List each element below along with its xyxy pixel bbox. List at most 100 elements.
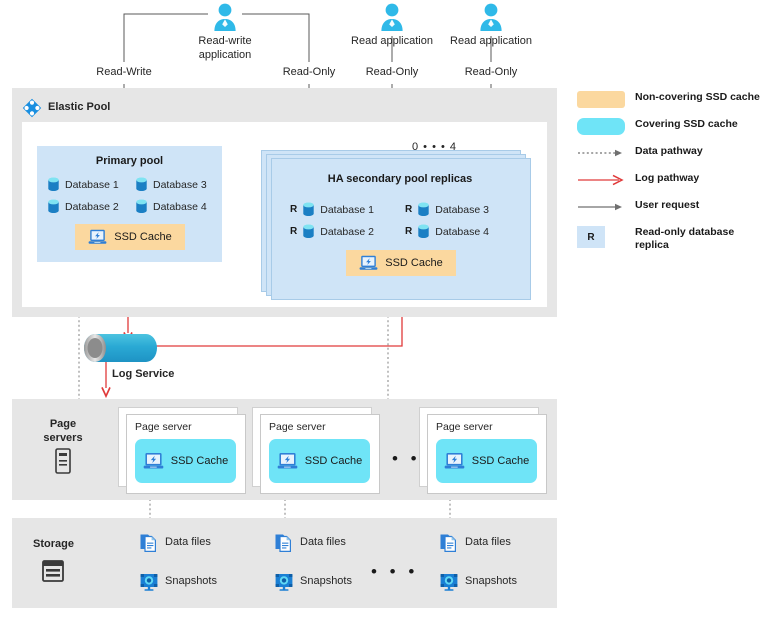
legend-replica-badge: R bbox=[577, 226, 605, 248]
ssd-cache-icon bbox=[88, 229, 107, 245]
page-server-1-ssd-cache[interactable]: SSD Cache bbox=[135, 439, 236, 483]
read-application-1-icon bbox=[379, 2, 405, 37]
database-icon bbox=[417, 202, 430, 217]
database-icon bbox=[135, 177, 148, 192]
database-icon bbox=[47, 177, 60, 192]
page-servers-title: Page servers bbox=[28, 418, 98, 446]
page-server-3-ssd-cache-label: SSD Cache bbox=[471, 455, 530, 467]
data-files-icon bbox=[274, 533, 294, 553]
elastic-pool-title: Elastic Pool bbox=[48, 101, 111, 113]
secondary-pool-title: HA secondary pool replicas bbox=[327, 173, 473, 185]
primary-db-4: Database 4 bbox=[135, 199, 207, 214]
page-servers-title-line2: servers bbox=[43, 431, 83, 444]
page-server-2-ssd-cache[interactable]: SSD Cache bbox=[269, 439, 370, 483]
secondary-db-4: R Database 4 bbox=[405, 224, 489, 239]
storage-data-files-2-label: Data files bbox=[300, 536, 346, 549]
legend-item-user-request: User request bbox=[577, 199, 762, 215]
legend-item-read-only-database-replica: R Read-only database replica bbox=[577, 226, 762, 252]
storage-data-files-1: Data files bbox=[139, 533, 211, 553]
replica-badge: R bbox=[405, 226, 413, 237]
storage-icon bbox=[42, 560, 64, 587]
primary-pool-ssd-cache[interactable]: SSD Cache bbox=[75, 224, 185, 250]
page-server-2-title: Page server bbox=[269, 421, 326, 433]
page-server-1[interactable]: Page server SSD Cache bbox=[126, 414, 246, 494]
snapshots-icon bbox=[139, 572, 159, 592]
snapshots-icon bbox=[274, 572, 294, 592]
secondary-db-1: R Database 1 bbox=[290, 202, 374, 217]
storage-data-files-1-label: Data files bbox=[165, 536, 211, 549]
legend-item-data-pathway: Data pathway bbox=[577, 145, 762, 161]
storage-snapshots-1: Snapshots bbox=[139, 572, 217, 592]
legend-key-swatch-amber bbox=[577, 90, 625, 108]
replica-badge: R bbox=[290, 204, 298, 215]
legend-key-swatch-cyan bbox=[577, 117, 625, 135]
storage-snapshots-2: Snapshots bbox=[274, 572, 352, 592]
ssd-cache-icon bbox=[359, 255, 378, 271]
app-label-line1: Read-write bbox=[198, 35, 252, 47]
secondary-db-1-label: Database 1 bbox=[320, 203, 374, 216]
legend-label-read-only-database-replica: Read-only database replica bbox=[635, 226, 734, 252]
page-servers-title-line1: Page bbox=[49, 418, 77, 430]
primary-db-2-label: Database 2 bbox=[65, 200, 119, 213]
secondary-db-3-label: Database 3 bbox=[435, 203, 489, 216]
storage-snapshots-3-label: Snapshots bbox=[465, 575, 517, 588]
page-server-3-ssd-cache[interactable]: SSD Cache bbox=[436, 439, 537, 483]
legend-label-line2: replica bbox=[635, 239, 669, 252]
page-server-3-title: Page server bbox=[436, 421, 493, 433]
storage-snapshots-2-label: Snapshots bbox=[300, 575, 352, 588]
primary-db-4-label: Database 4 bbox=[153, 200, 207, 213]
database-icon bbox=[302, 224, 315, 239]
storage-ellipsis: • • • bbox=[371, 562, 419, 581]
read-application-2-icon bbox=[478, 2, 504, 37]
database-icon bbox=[47, 199, 60, 214]
legend-label-user-request: User request bbox=[635, 199, 700, 211]
primary-pool-ssd-cache-label: SSD Cache bbox=[114, 231, 172, 243]
legend-key-red-arrow bbox=[577, 172, 625, 188]
replica-badge: R bbox=[290, 226, 298, 237]
legend-label-non-covering-ssd-cache: Non-covering SSD cache bbox=[635, 91, 760, 103]
page-server-1-ssd-cache-label: SSD Cache bbox=[170, 455, 229, 467]
secondary-db-4-label: Database 4 bbox=[435, 225, 489, 238]
log-service-title: Log Service bbox=[112, 368, 175, 380]
page-server-3[interactable]: Page server SSD Cache bbox=[427, 414, 547, 494]
read-application-2-label: Read application bbox=[450, 35, 532, 47]
legend-key-r-badge: R bbox=[577, 226, 625, 248]
replica-range-label: 0 • • • 4 bbox=[412, 141, 458, 153]
storage-data-files-2: Data files bbox=[274, 533, 346, 553]
connection-label-read-only-2: Read-Only bbox=[365, 66, 419, 78]
read-application-1-label: Read application bbox=[351, 35, 433, 47]
storage-data-files-3-label: Data files bbox=[465, 536, 511, 549]
secondary-db-2: R Database 2 bbox=[290, 224, 374, 239]
replica-badge: R bbox=[405, 204, 413, 215]
log-service-icon bbox=[83, 333, 158, 368]
primary-pool[interactable]: Primary pool Database 1 Database 2 bbox=[37, 146, 222, 262]
secondary-pool-ssd-cache[interactable]: SSD Cache bbox=[346, 250, 456, 276]
storage-title: Storage bbox=[33, 538, 74, 550]
secondary-pool-ssd-cache-label: SSD Cache bbox=[385, 257, 443, 269]
page-server-1-title: Page server bbox=[135, 421, 192, 433]
connection-label-read-write: Read-Write bbox=[96, 66, 152, 78]
primary-db-2: Database 2 bbox=[47, 199, 119, 214]
legend-key-gray-arrow bbox=[577, 199, 625, 215]
legend-item-non-covering-ssd-cache: Non-covering SSD cache bbox=[577, 90, 762, 108]
read-write-application-icon bbox=[212, 2, 238, 37]
elastic-pool-icon bbox=[22, 98, 42, 118]
ssd-cache-icon bbox=[444, 452, 465, 470]
secondary-pool[interactable]: HA secondary pool replicas R Database 1 … bbox=[276, 162, 524, 298]
primary-db-3-label: Database 3 bbox=[153, 178, 207, 191]
primary-db-1: Database 1 bbox=[47, 177, 119, 192]
app-label-line2: application bbox=[198, 48, 252, 61]
data-files-icon bbox=[439, 533, 459, 553]
legend-label-log-pathway: Log pathway bbox=[635, 172, 700, 184]
secondary-db-2-label: Database 2 bbox=[320, 225, 374, 238]
page-server-2[interactable]: Page server SSD Cache bbox=[260, 414, 380, 494]
storage-container bbox=[12, 518, 557, 608]
snapshots-icon bbox=[439, 572, 459, 592]
database-icon bbox=[417, 224, 430, 239]
primary-db-1-label: Database 1 bbox=[65, 178, 119, 191]
connection-label-read-only-1: Read-Only bbox=[282, 66, 336, 78]
storage-snapshots-1-label: Snapshots bbox=[165, 575, 217, 588]
storage-data-files-3: Data files bbox=[439, 533, 511, 553]
ssd-cache-icon bbox=[277, 452, 298, 470]
